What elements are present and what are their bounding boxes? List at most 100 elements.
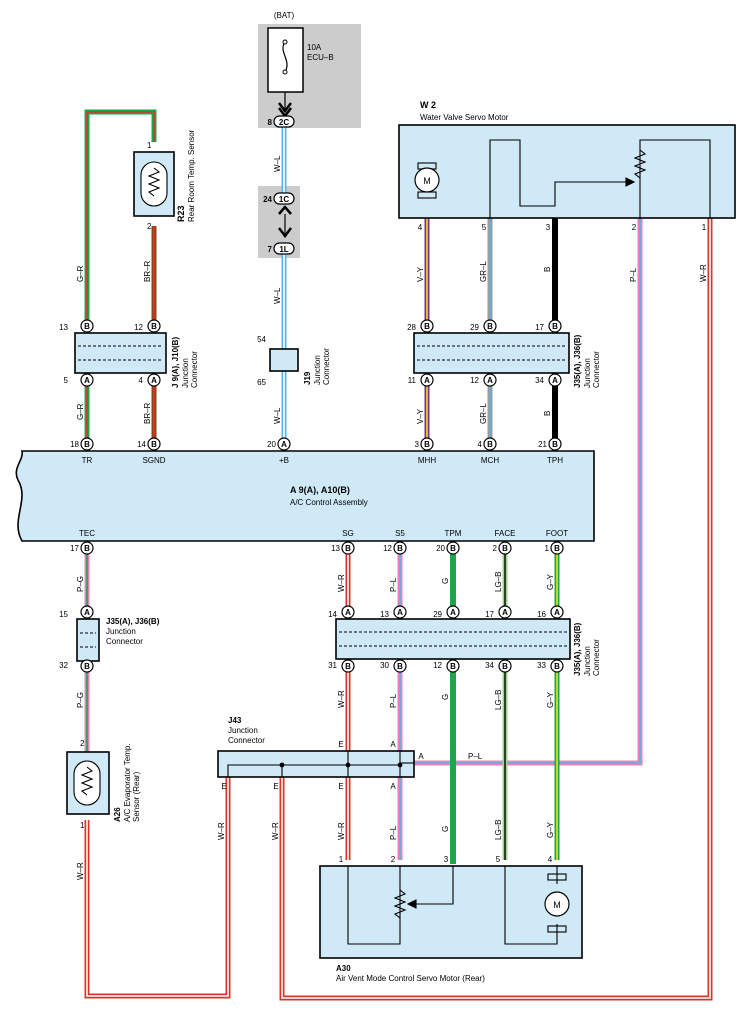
svg-text:W–R: W–R <box>699 264 708 282</box>
svg-text:A/C Evaporator Temp.: A/C Evaporator Temp. <box>123 743 132 822</box>
svg-text:B: B <box>84 322 90 331</box>
svg-text:Junction: Junction <box>583 358 592 388</box>
svg-text:W–R: W–R <box>337 574 346 592</box>
j35-left-box <box>76 618 100 662</box>
svg-text:A: A <box>554 608 560 617</box>
j43-box <box>217 750 415 778</box>
pin-b: B <box>393 541 407 555</box>
svg-text:1: 1 <box>80 821 85 830</box>
pin-b: B <box>341 541 355 555</box>
svg-text:1C: 1C <box>279 195 289 204</box>
svg-text:P–G: P–G <box>76 576 85 592</box>
svg-text:B: B <box>543 267 552 272</box>
svg-text:17: 17 <box>70 544 79 553</box>
terminal-tec: TEC <box>79 529 95 538</box>
pin-a: A <box>548 373 562 387</box>
svg-text:B: B <box>345 662 351 671</box>
a30-internal <box>347 866 567 945</box>
svg-text:A: A <box>397 608 403 617</box>
svg-text:B: B <box>151 322 157 331</box>
svg-text:16: 16 <box>537 610 546 619</box>
wire-labels: G–R BR–R W–L W–L V–Y GR–L B P–L W–R G–R … <box>76 155 708 880</box>
svg-text:B: B <box>450 662 456 671</box>
svg-text:12: 12 <box>433 661 442 670</box>
svg-text:B: B <box>502 544 508 553</box>
svg-text:W–R: W–R <box>337 690 346 708</box>
svg-text:4: 4 <box>478 440 483 449</box>
svg-text:2: 2 <box>391 855 396 864</box>
w2-pin: 2 <box>632 223 637 232</box>
svg-text:2: 2 <box>493 544 498 553</box>
svg-text:E: E <box>338 740 343 749</box>
svg-text:Connector: Connector <box>228 736 265 745</box>
terminal-plus-b: +B <box>279 456 289 465</box>
svg-text:G–R: G–R <box>76 403 85 420</box>
svg-text:A: A <box>424 376 430 385</box>
svg-text:Connector: Connector <box>106 637 143 646</box>
svg-text:24: 24 <box>263 195 272 204</box>
svg-text:Sensor (Rear): Sensor (Rear) <box>132 771 141 822</box>
svg-text:A: A <box>418 752 424 761</box>
pin-b: B <box>498 541 512 555</box>
svg-text:P–L: P–L <box>389 577 398 592</box>
svg-text:P–L: P–L <box>629 267 638 282</box>
pin-b: B <box>393 659 407 673</box>
svg-text:21: 21 <box>538 440 547 449</box>
pin-a: A <box>147 373 161 387</box>
svg-text:B: B <box>151 440 157 449</box>
pin-a: A <box>393 605 407 619</box>
pin-b: B <box>341 659 355 673</box>
svg-text:1L: 1L <box>279 245 288 254</box>
svg-text:E: E <box>338 782 343 791</box>
pin-b: B <box>80 437 94 451</box>
svg-text:17: 17 <box>535 323 544 332</box>
terminal-mch: MCH <box>481 456 499 465</box>
svg-text:B: B <box>424 440 430 449</box>
svg-text:20: 20 <box>267 440 276 449</box>
svg-text:BR–R: BR–R <box>143 260 152 282</box>
pin-b: B <box>483 437 497 451</box>
svg-text:B: B <box>502 662 508 671</box>
terminal-tr: TR <box>82 456 93 465</box>
w2-motor-icon <box>414 167 440 193</box>
svg-text:31: 31 <box>328 661 337 670</box>
svg-text:3: 3 <box>444 855 449 864</box>
ecu-name: A/C Control Assembly <box>290 498 368 507</box>
svg-text:P–L: P–L <box>389 825 398 840</box>
pin-a: A <box>341 605 355 619</box>
svg-text:G–Y: G–Y <box>546 821 555 838</box>
svg-text:W–R: W–R <box>76 862 85 880</box>
pin-b: B <box>446 541 460 555</box>
svg-text:G: G <box>441 694 450 700</box>
pin-b: B <box>483 319 497 333</box>
svg-text:W–L: W–L <box>273 155 282 172</box>
r23-thermistor-icon <box>140 161 168 207</box>
svg-text:Connector: Connector <box>592 351 601 388</box>
pin-b: B <box>147 319 161 333</box>
svg-text:W–R: W–R <box>337 822 346 840</box>
pin-b: B <box>147 437 161 451</box>
svg-text:Junction: Junction <box>583 646 592 676</box>
svg-text:GR–L: GR–L <box>479 261 488 282</box>
pin-b: B <box>446 659 460 673</box>
svg-text:Connector: Connector <box>322 348 331 385</box>
svg-text:W–R: W–R <box>217 822 226 840</box>
j35-top-id: J35(A), J36(B) <box>573 334 582 388</box>
terminal-sg: SG <box>342 529 354 538</box>
fuse-box <box>267 27 304 93</box>
svg-text:E: E <box>273 782 278 791</box>
svg-text:34: 34 <box>535 376 544 385</box>
pin-b: B <box>548 319 562 333</box>
pin-b: B <box>80 319 94 333</box>
svg-text:M: M <box>553 900 561 910</box>
w2-pin: 3 <box>546 223 551 232</box>
svg-text:33: 33 <box>537 661 546 670</box>
j43-id: J43 <box>228 716 242 725</box>
terminal-face: FACE <box>495 529 516 538</box>
svg-text:4: 4 <box>139 376 144 385</box>
svg-text:13: 13 <box>380 610 389 619</box>
fuse-rating: 10A <box>307 43 322 52</box>
svg-text:12: 12 <box>134 323 143 332</box>
svg-text:G: G <box>441 578 450 584</box>
wires <box>84 109 713 1001</box>
